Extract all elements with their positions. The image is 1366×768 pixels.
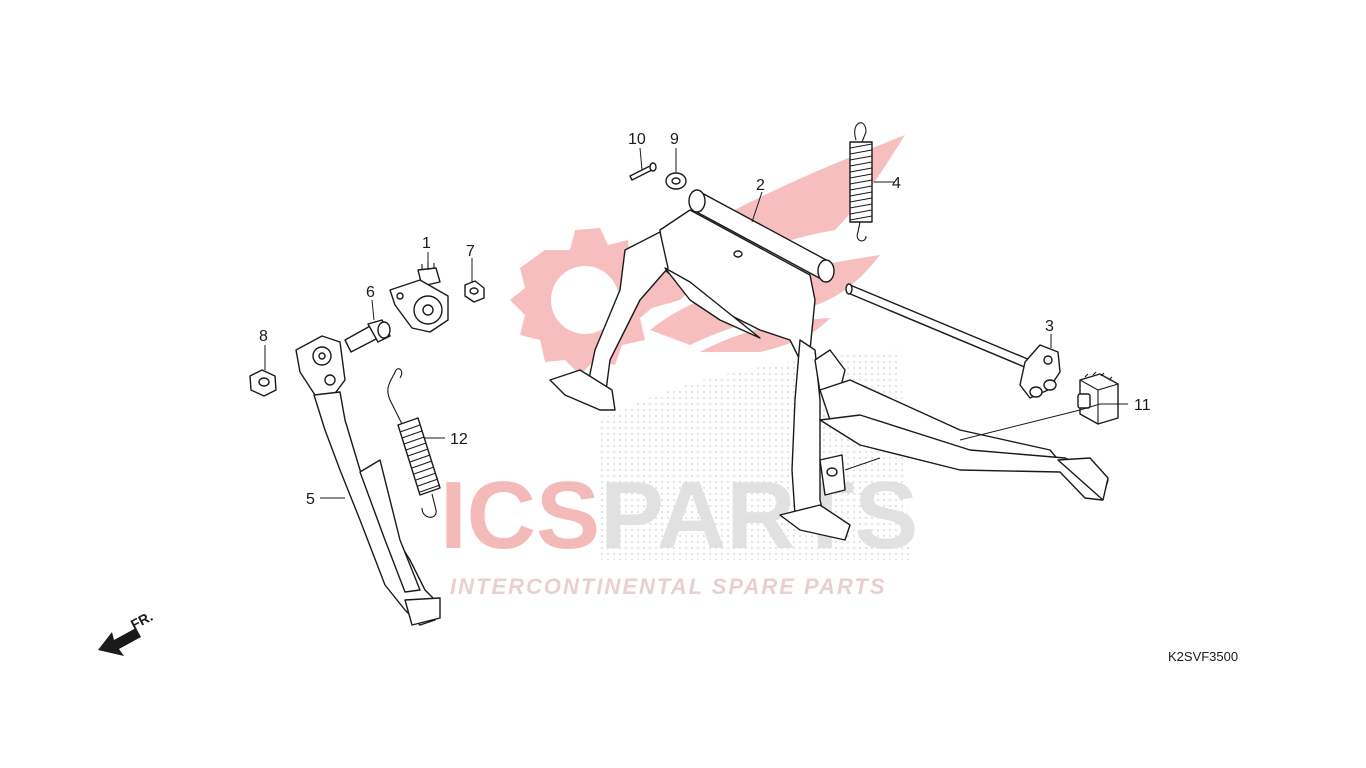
part-3-shaft[interactable] [845, 283, 1061, 399]
callout-8[interactable]: 8 [259, 328, 268, 345]
callout-11[interactable]: 11 [1134, 397, 1151, 414]
part-4-spring[interactable] [849, 122, 873, 242]
watermark-brand-left: ICS [440, 462, 600, 569]
part-12-spring[interactable] [387, 368, 441, 518]
callout-4[interactable]: 4 [892, 175, 901, 192]
diagram-code: K2SVF3500 [1168, 649, 1238, 664]
callout-9[interactable]: 9 [670, 131, 679, 148]
part-11-stopper-rubber[interactable] [1077, 371, 1119, 425]
part-7-nut[interactable] [464, 280, 485, 303]
callout-1[interactable]: 1 [422, 235, 431, 252]
callout-7[interactable]: 7 [466, 243, 475, 260]
callout-3[interactable]: 3 [1045, 318, 1054, 335]
part-8-nut[interactable] [249, 369, 277, 397]
part-1-side-stand-switch[interactable] [389, 262, 449, 333]
part-6-bolt[interactable] [344, 319, 391, 353]
callout-2[interactable]: 2 [756, 177, 765, 194]
part-5-side-stand[interactable] [295, 335, 441, 626]
front-direction-label: FR. [128, 608, 155, 633]
part-9-washer[interactable] [665, 172, 687, 190]
callout-6[interactable]: 6 [366, 284, 375, 301]
part-2-main-stand[interactable] [549, 189, 1109, 541]
callout-12[interactable]: 12 [450, 431, 468, 448]
callout-numbers: 1 2 3 4 5 6 7 8 9 10 11 12 [259, 131, 1151, 508]
callout-5[interactable]: 5 [306, 491, 315, 508]
watermark-brand-right: PARTS [600, 462, 918, 569]
watermark-tagline: INTERCONTINENTAL SPARE PARTS [450, 574, 887, 599]
callout-10[interactable]: 10 [628, 131, 646, 148]
leader-lines [264, 147, 1128, 499]
front-direction-arrow-icon: FR. [98, 608, 155, 656]
part-10-pin[interactable] [629, 162, 657, 181]
